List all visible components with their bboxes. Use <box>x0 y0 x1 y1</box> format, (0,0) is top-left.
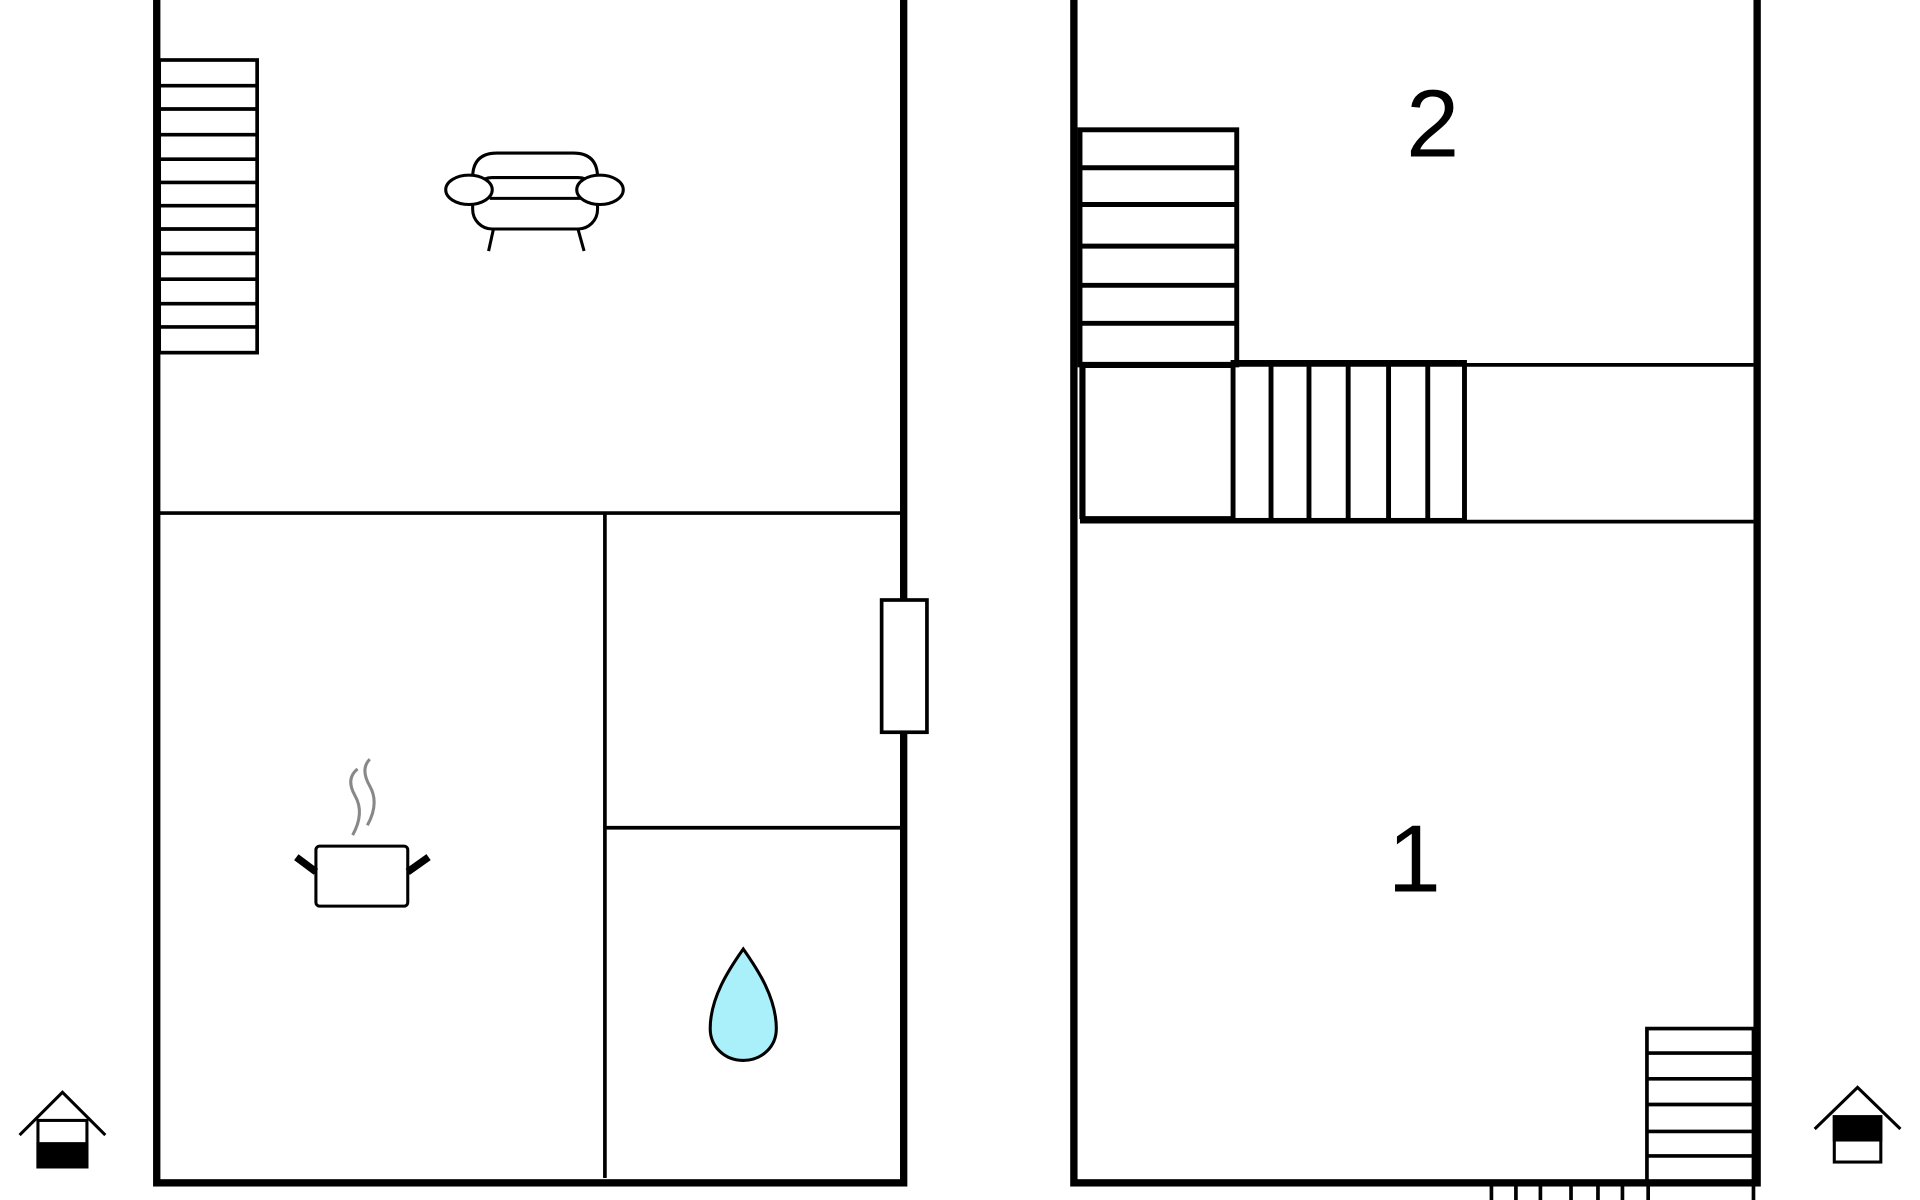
window <box>879 598 929 735</box>
staircase <box>1645 1026 1756 1185</box>
sofa-icon <box>444 151 625 252</box>
water-drop-icon <box>708 946 778 1062</box>
cooking-pot-icon <box>294 758 431 908</box>
ground-floor-outer-wall <box>153 0 908 1187</box>
staircase <box>157 58 259 355</box>
staircase <box>1077 127 1240 368</box>
floor-label-1: 1 <box>1388 806 1441 912</box>
house-first-floor-icon <box>1813 1085 1902 1164</box>
staircase <box>1230 360 1467 523</box>
first-floor-outer-wall <box>1070 0 1761 1187</box>
house-ground-floor-icon <box>18 1090 107 1169</box>
ground-floor-plan <box>153 0 929 1187</box>
floor-label-2: 2 <box>1406 72 1459 178</box>
first-floor-plan <box>1070 0 1761 1200</box>
exterior-staircase <box>1489 1182 1756 1200</box>
